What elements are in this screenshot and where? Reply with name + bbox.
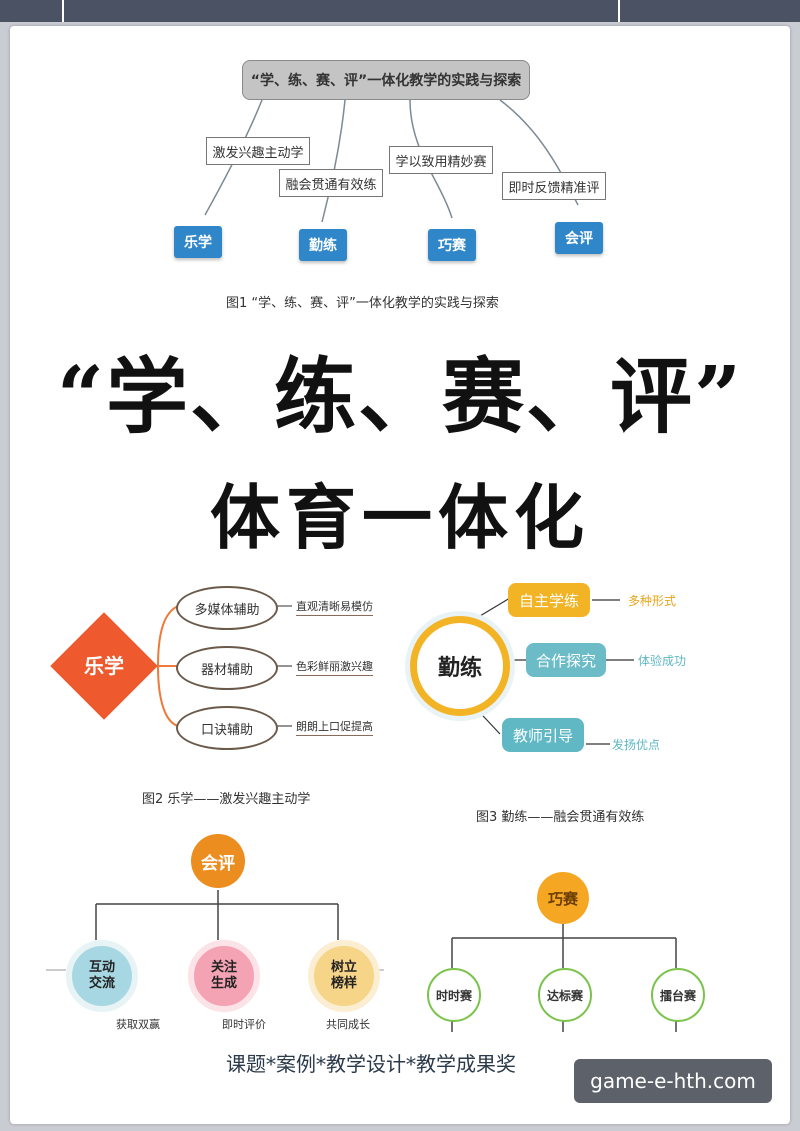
fig1-branch-3: 学以致用精妙赛 <box>389 146 493 174</box>
fig1-title: “学、练、赛、评”一体化教学的实践与探索 <box>242 60 530 100</box>
fig5-item-3: 擂台赛 <box>651 968 705 1022</box>
fig5-center-circle: 巧赛 <box>537 872 589 924</box>
fig1-caption: 图1 “学、练、赛、评”一体化教学的实践与探索 <box>226 296 499 311</box>
fig1-target-qinlian: 勤练 <box>299 229 347 261</box>
fig3-note-2: 体验成功 <box>638 654 687 668</box>
fig2-center-label: 乐学 <box>84 654 124 678</box>
fig2-note-2: 色彩鲜丽激兴趣 <box>296 658 373 676</box>
fig2-item-1: 多媒体辅助 <box>176 586 278 630</box>
fig1-branch-2: 融会贯通有效练 <box>279 169 383 197</box>
fig1-target-huiping: 会评 <box>555 222 603 254</box>
fig1-target-qiaosai: 巧赛 <box>428 229 476 261</box>
poster-page <box>10 26 790 1124</box>
fig4-center-circle: 会评 <box>191 834 245 888</box>
top-bar-mark <box>618 0 620 22</box>
fig1-branch-4: 即时反馈精准评 <box>502 172 606 200</box>
fig4-item-2: 关注 生成 <box>188 940 260 1012</box>
fig2-item-3: 口诀辅助 <box>176 706 278 750</box>
fig1-target-lexue: 乐学 <box>174 226 222 258</box>
fig1-branch-1: 激发兴趣主动学 <box>206 137 310 165</box>
watermark-badge: game-e-hth.com <box>574 1059 772 1103</box>
fig4-item-3: 树立 榜样 <box>308 940 380 1012</box>
fig3-center-circle: 勤练 <box>410 616 510 716</box>
fig3-caption: 图3 勤练——融会贯通有效练 <box>476 810 645 825</box>
fig4-item-1: 互动 交流 <box>66 940 138 1012</box>
fig3-note-3: 发扬优点 <box>612 738 661 752</box>
fig3-item-2: 合作探究 <box>526 643 606 677</box>
fig4-note-2: 即时评价 <box>222 1018 266 1031</box>
fig2-caption: 图2 乐学——激发兴趣主动学 <box>142 792 311 807</box>
fig4-note-3: 共同成长 <box>326 1018 370 1031</box>
fig3-item-1: 自主学练 <box>508 583 590 617</box>
fig5-item-1: 时时赛 <box>427 968 481 1022</box>
fig1-arrow-2 <box>321 99 346 223</box>
fig2-note-1: 直观清晰易模仿 <box>296 598 373 616</box>
fig2-note-3: 朗朗上口促提高 <box>296 718 373 736</box>
fig4-note-1: 获取双赢 <box>116 1018 160 1031</box>
top-bar-mark <box>62 0 64 22</box>
top-bar <box>0 0 800 22</box>
headline-line2: 体育一体化 <box>210 477 590 559</box>
headline-line1: “学、练、赛、评” <box>56 349 744 445</box>
fig5-item-2: 达标赛 <box>538 968 592 1022</box>
footer-text: 课题*案例*教学设计*教学成果奖 <box>226 1052 516 1076</box>
fig3-item-3: 教师引导 <box>502 718 584 752</box>
fig2-item-2: 器材辅助 <box>176 646 278 690</box>
fig3-note-1: 多种形式 <box>628 594 677 608</box>
